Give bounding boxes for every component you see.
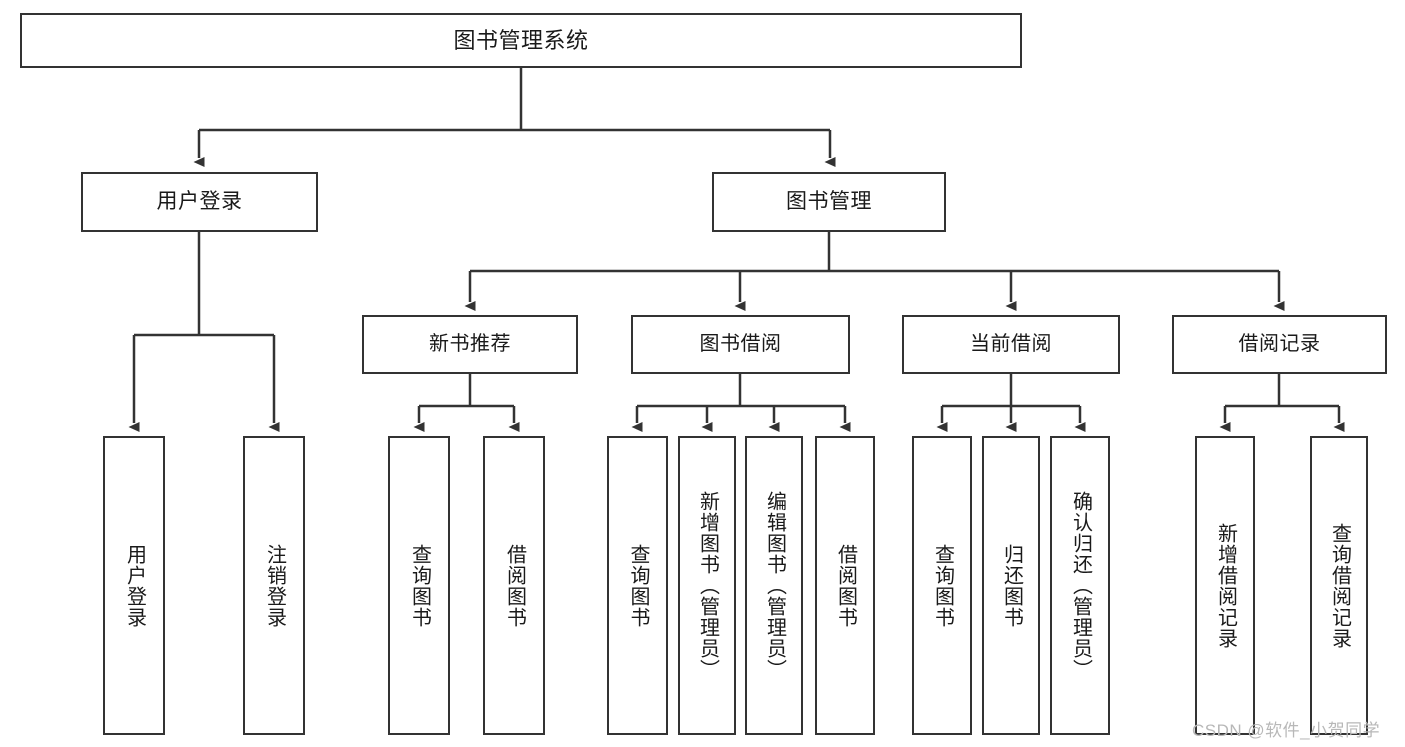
node-book-borrow[interactable]: 图书借阅 — [631, 315, 850, 374]
node-root-system[interactable]: 图书管理系统 — [20, 13, 1022, 68]
node-label: 新增图书（管理员） — [696, 491, 719, 680]
node-label: 借阅图书 — [834, 543, 857, 628]
leaf-query-borrow-record[interactable]: 查询借阅记录 — [1310, 436, 1368, 735]
leaf-borrow-book[interactable]: 借阅图书 — [815, 436, 875, 735]
leaf-query-book-recommend[interactable]: 查询图书 — [388, 436, 450, 735]
node-label: 查询图书 — [931, 543, 954, 628]
node-label: 新增借阅记录 — [1214, 522, 1237, 649]
leaf-edit-book-admin[interactable]: 编辑图书（管理员） — [745, 436, 803, 735]
leaf-user-login[interactable]: 用户登录 — [103, 436, 165, 735]
node-label: 借阅图书 — [503, 543, 526, 628]
node-label: 图书借阅 — [699, 333, 782, 355]
node-label: 图书管理 — [786, 189, 872, 213]
node-label: 查询图书 — [627, 543, 649, 628]
node-label: 当前借阅 — [970, 333, 1052, 355]
leaf-confirm-return-admin[interactable]: 确认归还（管理员） — [1050, 436, 1110, 735]
node-borrow-record[interactable]: 借阅记录 — [1172, 315, 1387, 374]
leaf-logout[interactable]: 注销登录 — [243, 436, 305, 735]
leaf-add-book-admin[interactable]: 新增图书（管理员） — [678, 436, 736, 735]
node-label: 查询借阅记录 — [1328, 522, 1351, 649]
node-book-management[interactable]: 图书管理 — [712, 172, 946, 232]
node-user-login[interactable]: 用户登录 — [81, 172, 318, 232]
leaf-return-book[interactable]: 归还图书 — [982, 436, 1040, 735]
leaf-borrow-book-recommend[interactable]: 借阅图书 — [483, 436, 545, 735]
node-label: 借阅记录 — [1238, 333, 1321, 355]
node-label: 归还图书 — [1000, 543, 1023, 628]
node-new-book-recommend[interactable]: 新书推荐 — [362, 315, 578, 374]
node-label: 确认归还（管理员） — [1069, 491, 1092, 680]
node-label: 注销登录 — [263, 543, 286, 628]
csdn-watermark: CSDN @软件_小贺同学 — [1192, 721, 1381, 740]
node-label: 新书推荐 — [429, 333, 511, 355]
node-label: 用户登录 — [156, 189, 243, 213]
leaf-query-book-borrow[interactable]: 查询图书 — [607, 436, 668, 735]
leaf-query-book-current[interactable]: 查询图书 — [912, 436, 972, 735]
node-label: 查询图书 — [408, 543, 431, 628]
node-current-borrow[interactable]: 当前借阅 — [902, 315, 1120, 374]
node-label: 编辑图书（管理员） — [763, 491, 786, 680]
node-label: 图书管理系统 — [453, 27, 589, 53]
leaf-add-borrow-record[interactable]: 新增借阅记录 — [1195, 436, 1255, 735]
node-label: 用户登录 — [123, 543, 146, 628]
